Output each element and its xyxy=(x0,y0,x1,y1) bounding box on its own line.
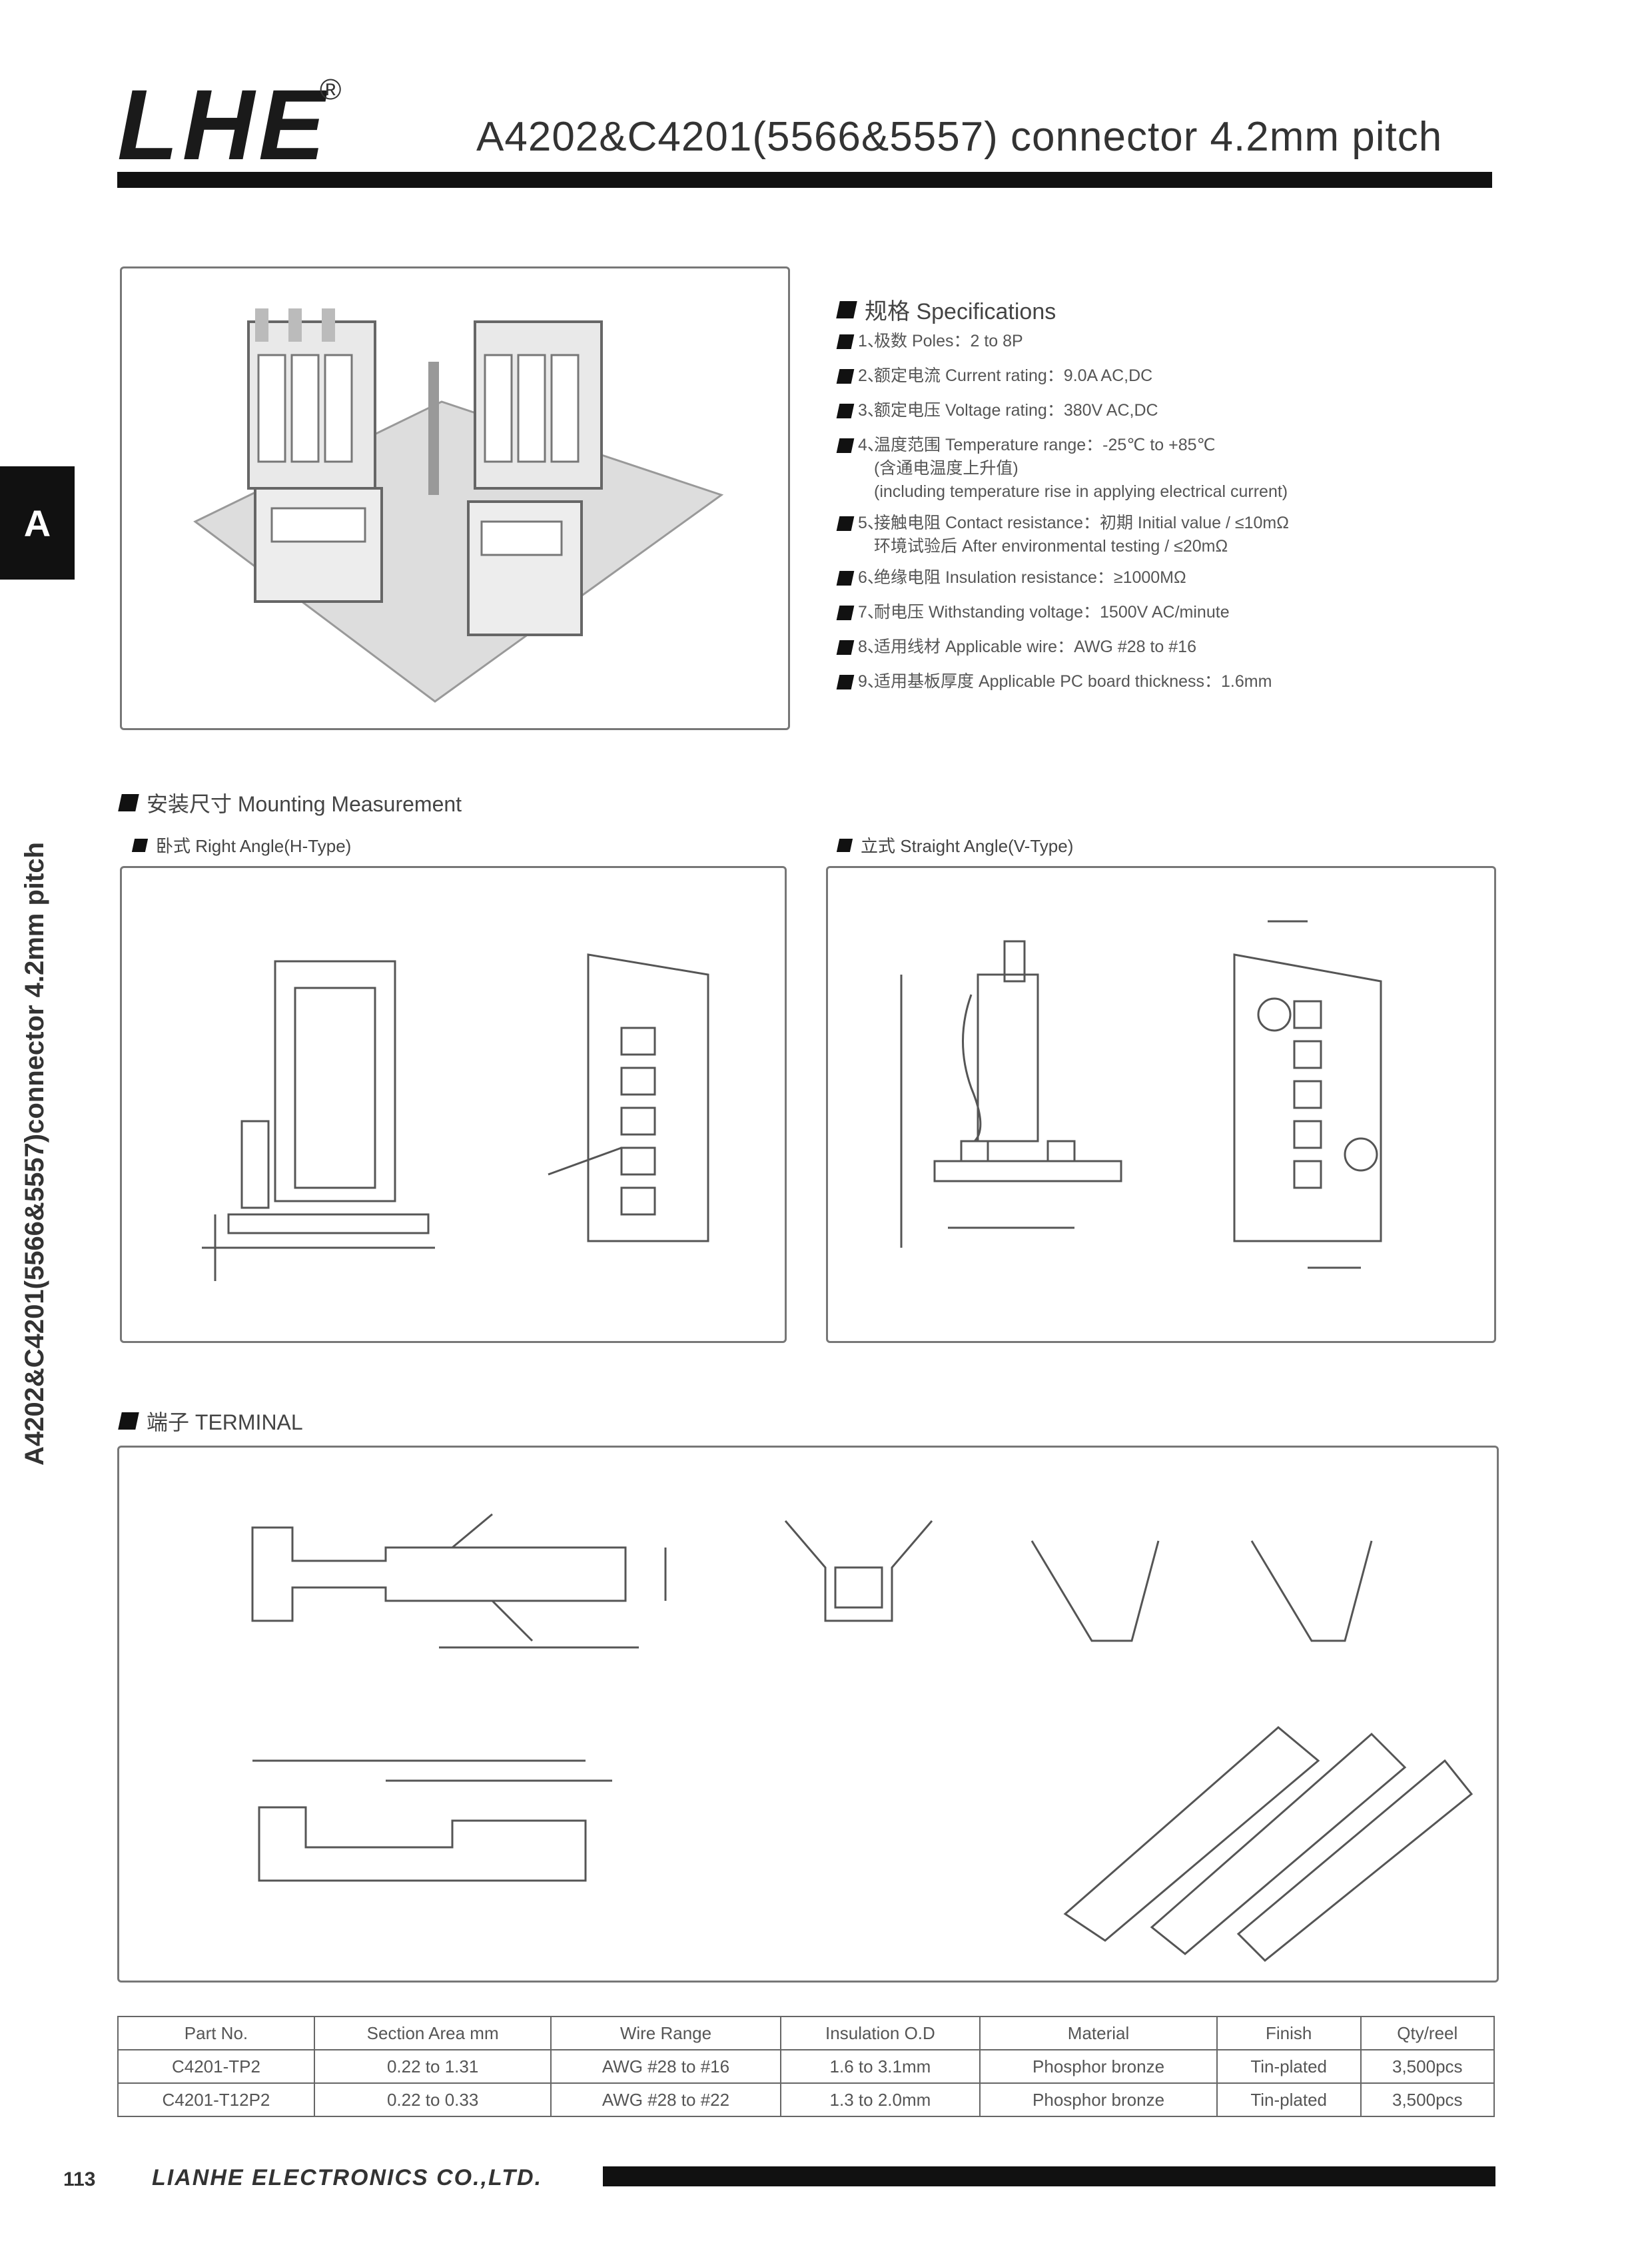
spec-item: 4、温度范围 Temperature range：-25℃ to +85℃ (含… xyxy=(836,437,1504,500)
table-cell: 0.22 to 1.31 xyxy=(313,2049,552,2084)
straight-angle-technical-drawing xyxy=(900,920,1382,1269)
page-number: 113 xyxy=(63,2168,96,2190)
right-angle-heading: 卧式 Right Angle(H-Type) xyxy=(131,833,351,857)
table-cell: AWG #28 to #16 xyxy=(550,2049,781,2084)
spec-item: 3、额定电压 Voltage rating：380V AC,DC xyxy=(836,402,1504,422)
terminal-technical-drawing xyxy=(251,1513,1473,1963)
mounting-heading: 安装尺寸 Mounting Measurement xyxy=(118,787,462,818)
table-header: Wire Range xyxy=(550,2016,781,2050)
table-header: Section Area mm xyxy=(313,2016,552,2050)
table-cell: Phosphor bronze xyxy=(979,2049,1218,2084)
section-tab[interactable]: A xyxy=(0,466,75,580)
square-bullet-icon xyxy=(118,1412,139,1430)
section-tab-letter: A xyxy=(23,502,51,544)
straight-angle-drawing xyxy=(826,866,1496,1343)
spec-item: 6、绝缘电阻 Insulation resistance：≥1000MΩ xyxy=(836,570,1504,590)
table-cell: 1.3 to 2.0mm xyxy=(779,2082,981,2117)
straight-angle-heading: 立式 Straight Angle(V-Type) xyxy=(836,833,1073,857)
table-header: Material xyxy=(979,2016,1218,2050)
table-header: Insulation O.D xyxy=(779,2016,981,2050)
table-cell: 3,500pcs xyxy=(1360,2082,1495,2117)
terminal-heading: 端子 TERMINAL xyxy=(118,1406,303,1436)
right-angle-drawing xyxy=(120,866,787,1343)
header-rule xyxy=(117,172,1492,188)
registered-mark: ® xyxy=(320,73,342,106)
table-cell: C4201-T12P2 xyxy=(117,2082,315,2117)
table-cell: Tin-plated xyxy=(1216,2082,1362,2117)
terminal-drawing xyxy=(117,1446,1499,1983)
table-header: Part No. xyxy=(117,2016,315,2050)
company-name: LIANHE ELECTRONICS CO.,LTD. xyxy=(152,2165,543,2190)
right-angle-technical-drawing xyxy=(202,953,709,1281)
square-bullet-icon xyxy=(131,838,149,852)
table-row: C4201-T12P2 0.22 to 0.33 AWG #28 to #22 … xyxy=(117,2082,1495,2117)
vertical-title: A4202&C4201(5566&5557)connector 4.2mm pi… xyxy=(20,842,49,1466)
table-cell: 3,500pcs xyxy=(1360,2049,1495,2084)
brand-logo: LHE xyxy=(117,69,329,181)
table-cell: 0.22 to 0.33 xyxy=(313,2082,552,2117)
table-row: C4201-TP2 0.22 to 1.31 AWG #28 to #16 1.… xyxy=(117,2049,1495,2084)
specifications-list: 1、极数 Poles：2 to 8P 2、额定电流 Current rating… xyxy=(836,333,1504,708)
specifications-heading: 规格 Specifications xyxy=(836,293,1056,326)
page-title: A4202&C4201(5566&5557) connector 4.2mm p… xyxy=(476,114,1443,160)
table-cell: 1.6 to 3.1mm xyxy=(779,2049,981,2084)
footer-rule xyxy=(603,2166,1495,2186)
product-photo xyxy=(120,266,790,730)
table-cell: C4201-TP2 xyxy=(117,2049,315,2084)
table-header-row: Part No. Section Area mm Wire Range Insu… xyxy=(117,2016,1495,2050)
terminal-spec-table: Part No. Section Area mm Wire Range Insu… xyxy=(117,2016,1495,2117)
table-header: Qty/reel xyxy=(1360,2016,1495,2050)
connector-photo-illustration xyxy=(193,308,724,703)
square-bullet-icon xyxy=(118,794,139,811)
table-header: Finish xyxy=(1216,2016,1362,2050)
spec-item: 8、适用线材 Applicable wire：AWG #28 to #16 xyxy=(836,639,1504,659)
square-bullet-icon xyxy=(836,300,857,318)
spec-item: 9、适用基板厚度 Applicable PC board thickness：1… xyxy=(836,673,1504,693)
spec-item: 1、极数 Poles：2 to 8P xyxy=(836,333,1504,353)
spec-item: 5、接触电阻 Contact resistance：初期 Initial val… xyxy=(836,515,1504,555)
spec-item: 2、额定电流 Current rating：9.0A AC,DC xyxy=(836,368,1504,388)
table-cell: Tin-plated xyxy=(1216,2049,1362,2084)
table-cell: AWG #28 to #22 xyxy=(550,2082,781,2117)
table-cell: Phosphor bronze xyxy=(979,2082,1218,2117)
spec-item: 7、耐电压 Withstanding voltage：1500V AC/minu… xyxy=(836,604,1504,624)
square-bullet-icon xyxy=(836,838,853,852)
